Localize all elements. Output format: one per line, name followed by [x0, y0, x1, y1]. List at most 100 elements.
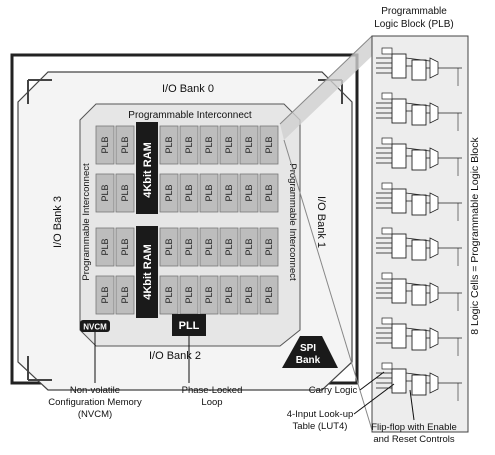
- plb-cell-9: [95, 173, 115, 213]
- spi-bank-line1: SPI: [300, 343, 316, 354]
- plb-cell-22: [219, 227, 239, 267]
- plb-cell-label: PLB: [100, 286, 110, 303]
- plb-cell-label: PLB: [204, 184, 214, 201]
- flip-flop-box: [411, 194, 427, 216]
- lut-box: [391, 188, 407, 214]
- interconnect-right-label: Programmable Interconnect: [287, 163, 298, 281]
- plb-cell-27: [159, 275, 179, 315]
- logic-cell-1: [376, 47, 462, 86]
- plb-cell-32: [259, 275, 279, 315]
- logic-cell-6: [376, 272, 462, 311]
- lut-box: [391, 233, 407, 259]
- flip-flop-box: [411, 149, 427, 171]
- flip-flop-box: [411, 104, 427, 126]
- plb-cell-29: [199, 275, 219, 315]
- plb-cell-2: [115, 125, 135, 165]
- plb-cell-label: PLB: [264, 136, 274, 153]
- logic-cell-7: [376, 317, 462, 356]
- io-bank-3-label: I/O Bank 3: [52, 196, 64, 248]
- lut-box: [391, 278, 407, 304]
- logic-cell-2: [376, 92, 462, 131]
- interconnect-left-label: Programmable Interconnect: [81, 163, 92, 281]
- io-bank-1-label: I/O Bank 1: [315, 196, 327, 248]
- ram-block-2: [136, 226, 158, 318]
- carry-box: [381, 227, 393, 235]
- plb-cell-label: PLB: [120, 238, 130, 255]
- plb-cell-label: PLB: [244, 286, 254, 303]
- plb-cell-label: PLB: [264, 286, 274, 303]
- plb-grid: PLB PLB PLB PLB PLB PLB PLB PLB PLB PLB PLB PLB PLB P…: [95, 125, 279, 315]
- plb-cell-10: [115, 173, 135, 213]
- mux-shape: [429, 282, 439, 304]
- plb-cell-label: PLB: [164, 184, 174, 201]
- logic-cell-3: [376, 137, 462, 176]
- plb-cell-label: PLB: [244, 136, 254, 153]
- logic-cells-label: 8 Logic Cells = Programmable Logic Block: [469, 136, 481, 334]
- plb-cell-19: [159, 227, 179, 267]
- flip-flop-box: [411, 284, 427, 306]
- plb-cell-label: PLB: [264, 184, 274, 201]
- plb-cell-8: [259, 125, 279, 165]
- zoom-wedge: [280, 36, 372, 140]
- plb-cell-31: [239, 275, 259, 315]
- lut-box: [391, 53, 407, 79]
- mux-shape: [429, 57, 439, 79]
- lut-box: [391, 323, 407, 349]
- carry-box: [381, 362, 393, 370]
- carry-box: [381, 92, 393, 100]
- plb-cell-label: PLB: [224, 136, 234, 153]
- plb-cell-20: [179, 227, 199, 267]
- flip-flop-box: [411, 329, 427, 351]
- plb-cell-label: PLB: [164, 286, 174, 303]
- logic-cell-5: [376, 227, 462, 266]
- plb-cell-12: [179, 173, 199, 213]
- carry-logic-label: Carry Logic: [309, 385, 358, 396]
- mux-shape: [429, 147, 439, 169]
- nvcm-callout-line3: (NVCM): [78, 409, 112, 420]
- carry-box: [381, 272, 393, 280]
- ff-label-line1: Flip-flop with Enable: [371, 422, 457, 433]
- plb-cell-5: [199, 125, 219, 165]
- plb-cell-30: [219, 275, 239, 315]
- plb-cell-label: PLB: [224, 184, 234, 201]
- plb-cell-label: PLB: [164, 136, 174, 153]
- plb-cell-24: [259, 227, 279, 267]
- plb-cell-label: PLB: [264, 238, 274, 255]
- plb-cell-6: [219, 125, 239, 165]
- plb-cell-label: PLB: [224, 238, 234, 255]
- logic-cell-8: [376, 362, 462, 401]
- logic-cells: [376, 47, 462, 401]
- plb-cell-label: PLB: [184, 136, 194, 153]
- plb-title-line2: Logic Block (PLB): [374, 19, 453, 30]
- mux-shape: [429, 102, 439, 124]
- plb-cell-26: [115, 275, 135, 315]
- lut-box: [391, 98, 407, 124]
- pll-label: PLL: [179, 320, 200, 332]
- carry-box: [381, 182, 393, 190]
- plb-cell-25: [95, 275, 115, 315]
- flip-flop-box: [411, 59, 427, 81]
- plb-cell-label: PLB: [184, 286, 194, 303]
- plb-cell-3: [159, 125, 179, 165]
- lut-box: [391, 368, 407, 394]
- spi-bank-line2: Bank: [296, 355, 321, 366]
- nvcm-callout-line1: Non-volatile: [70, 385, 120, 396]
- mux-shape: [429, 192, 439, 214]
- logic-cell-4: [376, 182, 462, 221]
- ff-label-line2: and Reset Controls: [373, 434, 455, 445]
- mux-shape: [429, 372, 439, 394]
- flip-flop-box: [411, 239, 427, 261]
- plb-cell-4: [179, 125, 199, 165]
- mux-shape: [429, 237, 439, 259]
- plb-cell-7: [239, 125, 259, 165]
- flip-flop-box: [411, 374, 427, 396]
- ram-label-1: 4Kbit RAM: [142, 142, 154, 198]
- carry-box: [381, 137, 393, 145]
- plb-cell-label: PLB: [184, 238, 194, 255]
- carry-box: [381, 47, 393, 55]
- plb-cell-label: PLB: [120, 286, 130, 303]
- plb-cell-label: PLB: [204, 286, 214, 303]
- plb-cell-label: PLB: [204, 136, 214, 153]
- plb-cell-label: PLB: [164, 238, 174, 255]
